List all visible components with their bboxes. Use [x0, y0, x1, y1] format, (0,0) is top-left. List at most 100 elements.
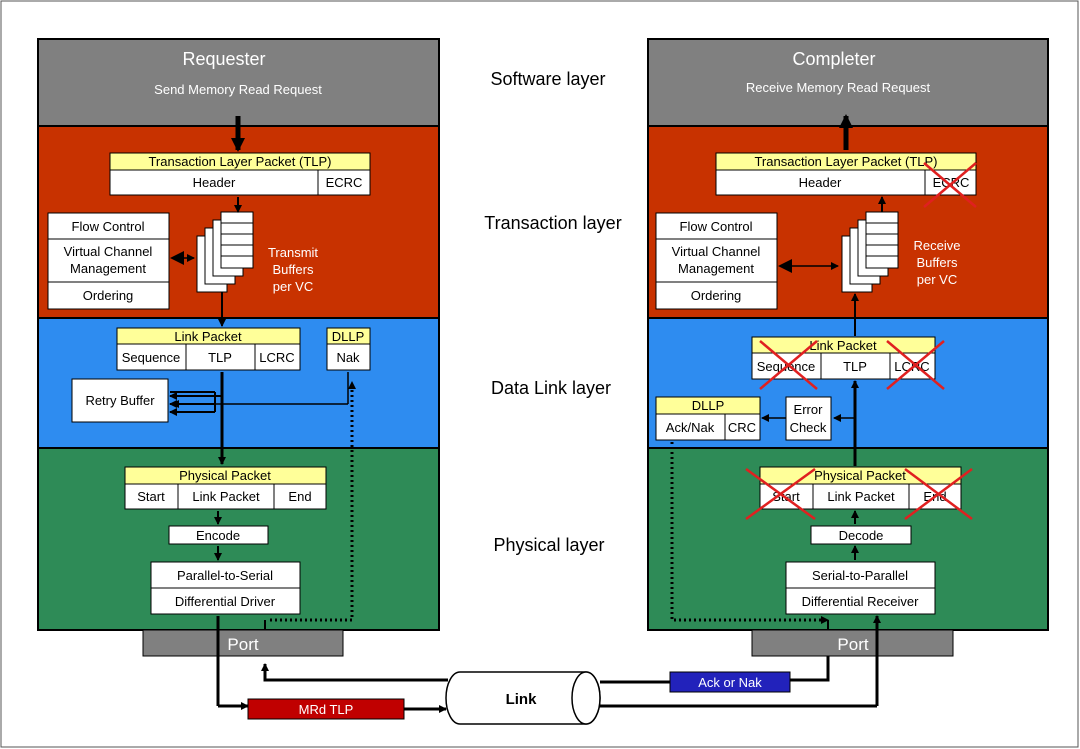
completer-vc-mgmt-1: Virtual Channel — [672, 244, 761, 259]
requester-link-packet-title: Link Packet — [174, 329, 242, 344]
requester-buffers-2: Buffers — [273, 262, 314, 277]
requester-retry-buffer-box — [71, 378, 169, 423]
lcrc-cross-mark — [886, 340, 945, 390]
requester-lp-tlp-box — [185, 343, 256, 371]
requester-phys-start: Start — [137, 489, 165, 504]
mrd-tlp-packet — [247, 698, 405, 720]
requester-arrows — [169, 116, 448, 710]
completer-dllp-crc: CRC — [728, 420, 756, 435]
link-cylinder — [445, 671, 601, 725]
completer-lp-tlp: TLP — [843, 359, 867, 374]
requester-buffers-1: Transmit — [268, 245, 318, 260]
completer-s2p: Serial-to-Parallel — [812, 568, 908, 583]
completer-flow-control-box — [655, 212, 778, 240]
completer-subtitle: Receive Memory Read Request — [746, 80, 931, 95]
requester-tlp-ecrc: ECRC — [326, 175, 363, 190]
requester-vc-mgmt-box — [47, 238, 170, 283]
requester-tlp-header-box — [109, 169, 319, 196]
requester-subtitle: Send Memory Read Request — [154, 82, 322, 97]
requester-driver: Differential Driver — [175, 594, 276, 609]
requester-lp-lcrc: LCRC — [259, 350, 294, 365]
completer-stack: Completer Receive Memory Read Request Tr… — [600, 38, 1049, 708]
completer-receiver: Differential Receiver — [802, 594, 919, 609]
completer-decode-box — [810, 525, 912, 545]
completer-receiver-box — [785, 587, 936, 615]
completer-arrows — [600, 114, 886, 708]
completer-s2p-box — [785, 561, 936, 589]
completer-tlp-ecrc-box — [924, 169, 977, 196]
requester-retry-buffer: Retry Buffer — [85, 393, 155, 408]
completer-vc-mgmt-2: Management — [678, 261, 754, 276]
requester-tlp-ecrc-box — [317, 169, 371, 196]
completer-buffers-3: per VC — [917, 272, 957, 287]
requester-ordering: Ordering — [83, 288, 134, 303]
requester-lp-sequence-box — [116, 343, 187, 371]
requester-buffers-3: per VC — [273, 279, 313, 294]
requester-software-band — [37, 38, 440, 127]
requester-phys-start-box — [124, 483, 179, 510]
requester-tlp-header: Header — [193, 175, 236, 190]
sequence-cross-mark — [759, 340, 818, 390]
requester-lp-lcrc-box — [254, 343, 301, 371]
completer-port-box — [751, 629, 954, 657]
completer-phys-title: Physical Packet — [814, 468, 906, 483]
requester-lp-tlp: TLP — [208, 350, 232, 365]
requester-vc-mgmt-1: Virtual Channel — [64, 244, 153, 259]
end-cross-mark — [904, 467, 973, 521]
requester-encode: Encode — [196, 528, 240, 543]
completer-dllp-title: DLLP — [692, 398, 725, 413]
requester-stack: Requester Send Memory Read Request Trans… — [37, 38, 448, 710]
requester-tlp-title: Transaction Layer Packet (TLP) — [148, 154, 331, 169]
completer-flow-control: Flow Control — [680, 219, 753, 234]
requester-phys-title: Physical Packet — [179, 468, 271, 483]
completer-decode: Decode — [839, 528, 884, 543]
ecrc-cross-mark — [923, 162, 977, 208]
completer-buffers-2: Buffers — [917, 255, 958, 270]
completer-ordering: Ordering — [691, 288, 742, 303]
link-label: Link — [506, 691, 537, 708]
completer-phys-link: Link Packet — [827, 489, 895, 504]
requester-port: Port — [227, 635, 258, 654]
requester-phys-end-box — [273, 483, 327, 510]
completer-phys-link-box — [812, 483, 910, 510]
completer-dllp-crc-box — [724, 413, 761, 441]
label-physical-layer: Physical layer — [493, 535, 604, 555]
requester-vc-mgmt-2: Management — [70, 261, 146, 276]
completer-error-check-1: Error — [794, 402, 824, 417]
requester-encode-box — [168, 525, 269, 545]
requester-title: Requester — [182, 49, 265, 69]
completer-link-packet-title: Link Packet — [809, 338, 877, 353]
requester-flow-control-box — [47, 212, 170, 240]
completer-software-band — [647, 38, 1049, 127]
requester-dllp-title: DLLP — [332, 329, 365, 344]
completer-dllp-acknak: Ack/Nak — [666, 420, 715, 435]
completer-ordering-box — [655, 281, 778, 310]
completer-error-check-2: Check — [790, 420, 827, 435]
completer-vc-mgmt-box — [655, 238, 778, 283]
requester-p2s-box — [150, 561, 301, 589]
completer-dllp-acknak-box — [655, 413, 726, 441]
completer-tlp-header: Header — [799, 175, 842, 190]
completer-stripped-marks — [745, 162, 977, 521]
requester-buffers-icon — [196, 211, 254, 293]
requester-driver-box — [150, 587, 301, 615]
acknak-label: Ack or Nak — [698, 675, 762, 690]
start-cross-mark — [745, 467, 816, 521]
requester-phys-link-box — [177, 483, 275, 510]
completer-buffers-1: Receive — [914, 238, 961, 253]
requester-lp-sequence: Sequence — [122, 350, 181, 365]
completer-title: Completer — [792, 49, 875, 69]
requester-dllp-nak: Nak — [336, 350, 360, 365]
requester-dllp-nak-box — [326, 343, 371, 371]
acknak-packet — [669, 671, 791, 693]
label-datalink-layer: Data Link layer — [491, 378, 611, 398]
completer-port: Port — [837, 635, 868, 654]
completer-tlp-title: Transaction Layer Packet (TLP) — [754, 154, 937, 169]
label-transaction-layer: Transaction layer — [484, 213, 621, 233]
requester-phys-link: Link Packet — [192, 489, 260, 504]
requester-p2s: Parallel-to-Serial — [177, 568, 273, 583]
completer-tlp-ecrc: ECRC — [933, 175, 970, 190]
mrd-tlp-label: MRd TLP — [299, 702, 354, 717]
label-software-layer: Software layer — [490, 69, 605, 89]
